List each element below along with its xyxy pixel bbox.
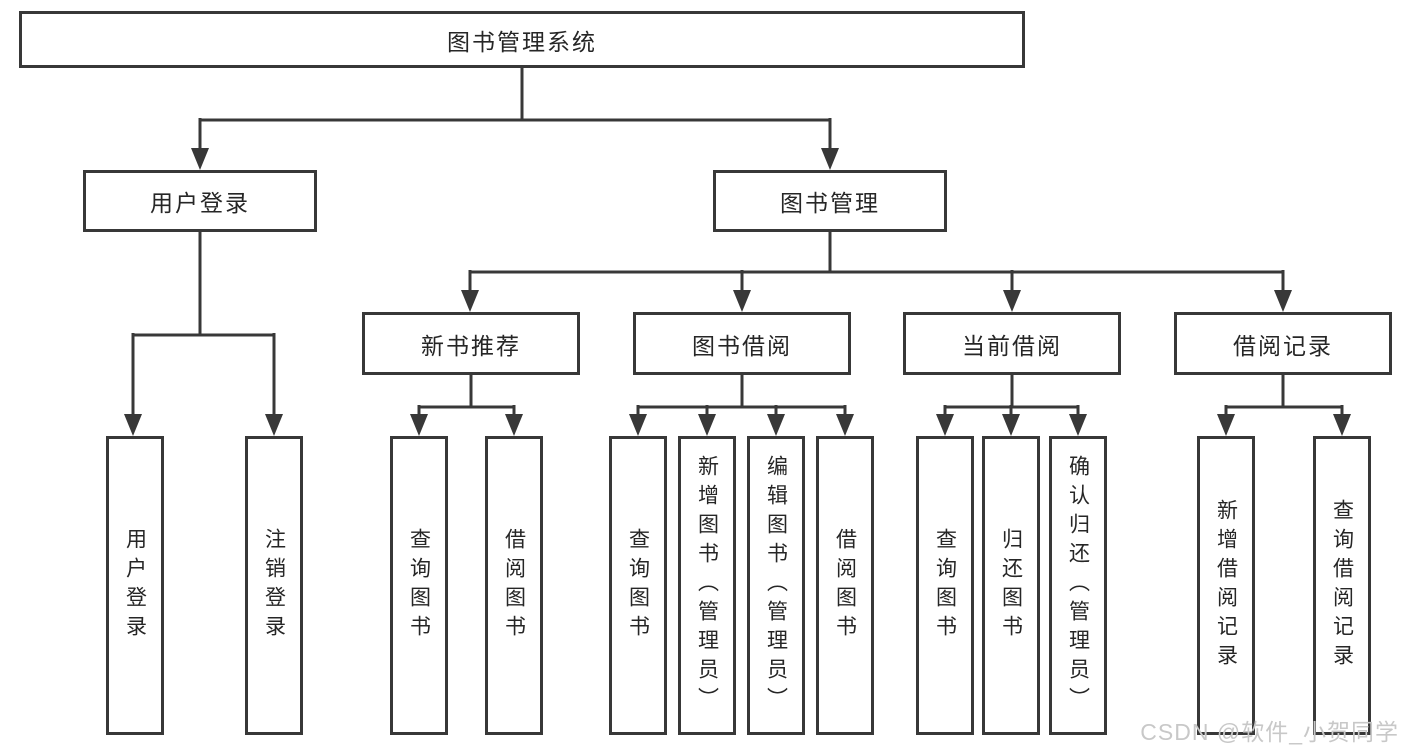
leaf-recommend-query-book: 查询图书 — [390, 436, 448, 735]
node-book-borrow: 图书借阅 — [633, 312, 851, 375]
leaf-records-add-record: 新增借阅记录 — [1197, 436, 1255, 735]
leaf-user-login: 用户登录 — [106, 436, 164, 735]
leaf-current-confirm-return-admin: 确认归还（管理员） — [1049, 436, 1107, 735]
leaf-borrow-add-book-admin-label: 新增图书（管理员） — [695, 455, 719, 716]
node-book-management: 图书管理 — [713, 170, 947, 232]
node-root-label: 图书管理系统 — [447, 28, 597, 55]
leaf-records-add-record-label: 新增借阅记录 — [1214, 498, 1238, 673]
node-borrow-records-label: 借阅记录 — [1233, 332, 1333, 359]
leaf-borrow-edit-book-admin-label: 编辑图书（管理员） — [764, 455, 788, 716]
node-new-book-recommend: 新书推荐 — [362, 312, 580, 375]
node-new-book-recommend-label: 新书推荐 — [421, 332, 521, 359]
leaf-borrow-query-book: 查询图书 — [609, 436, 667, 735]
leaf-borrow-query-book-label: 查询图书 — [626, 527, 650, 644]
node-current-borrow-label: 当前借阅 — [962, 332, 1062, 359]
edge-lines — [131, 68, 1344, 418]
leaf-current-query-book: 查询图书 — [916, 436, 974, 735]
leaf-user-login-label: 用户登录 — [123, 527, 147, 644]
leaf-borrow-edit-book-admin: 编辑图书（管理员） — [747, 436, 805, 735]
leaf-logout-login: 注销登录 — [245, 436, 303, 735]
leaf-borrow-borrow-book: 借阅图书 — [816, 436, 874, 735]
leaf-recommend-borrow-book: 借阅图书 — [485, 436, 543, 735]
leaf-borrow-borrow-book-label: 借阅图书 — [833, 527, 857, 644]
node-book-borrow-label: 图书借阅 — [692, 332, 792, 359]
leaf-current-confirm-return-admin-label: 确认归还（管理员） — [1066, 455, 1090, 716]
leaf-logout-login-label: 注销登录 — [262, 527, 286, 644]
node-current-borrow: 当前借阅 — [903, 312, 1121, 375]
leaf-recommend-borrow-book-label: 借阅图书 — [502, 527, 526, 644]
leaf-records-query-record: 查询借阅记录 — [1313, 436, 1371, 735]
node-root: 图书管理系统 — [19, 11, 1025, 68]
node-user-login-label: 用户登录 — [150, 190, 250, 216]
edge-arrowheads — [124, 148, 1351, 436]
leaf-recommend-query-book-label: 查询图书 — [407, 527, 431, 644]
csdn-watermark: CSDN @软件_小贺同学 — [1140, 719, 1399, 745]
leaf-current-return-book-label: 归还图书 — [999, 527, 1023, 644]
leaf-current-return-book: 归还图书 — [982, 436, 1040, 735]
node-user-login: 用户登录 — [83, 170, 317, 232]
leaf-records-query-record-label: 查询借阅记录 — [1330, 498, 1354, 673]
leaf-borrow-add-book-admin: 新增图书（管理员） — [678, 436, 736, 735]
leaf-current-query-book-label: 查询图书 — [933, 527, 957, 644]
node-book-management-label: 图书管理 — [780, 190, 880, 216]
node-borrow-records: 借阅记录 — [1174, 312, 1392, 375]
